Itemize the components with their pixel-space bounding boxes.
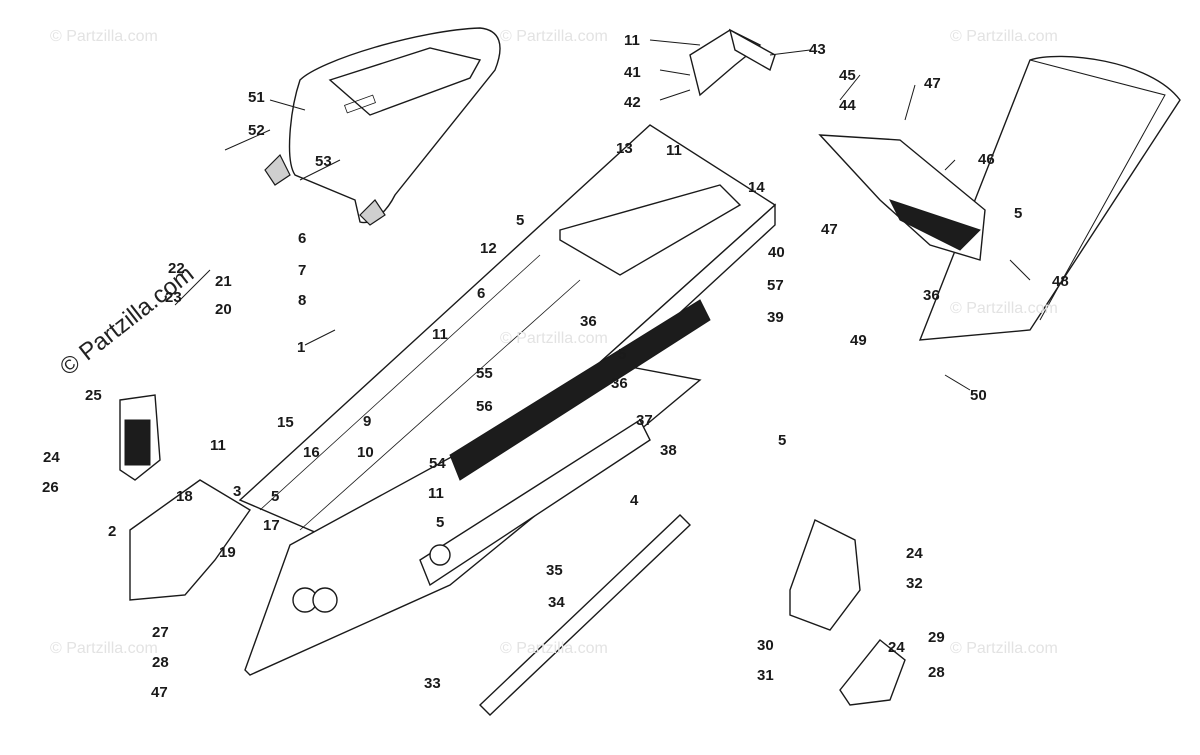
callout-label: 11 (432, 326, 448, 343)
callout-label: 42 (624, 94, 641, 111)
callout-label: 5 (436, 514, 445, 531)
callout-label: 56 (476, 398, 493, 415)
callout-label: 5 (271, 488, 280, 505)
callout-label: 46 (978, 151, 995, 168)
callout-label: 1 (297, 339, 306, 356)
watermark-faint: © Partzilla.com (500, 330, 608, 347)
callout-label: 44 (839, 97, 856, 114)
callout-label: 26 (42, 479, 59, 496)
callout-label: 8 (298, 292, 307, 309)
callout-label: 13 (616, 140, 633, 157)
callout-label: 3 (233, 483, 242, 500)
callout-label: 55 (476, 365, 493, 382)
callout-label: 18 (176, 488, 193, 505)
callout-label: 7 (298, 262, 307, 279)
callout-label: 22 (168, 260, 185, 277)
callout-label: 6 (477, 285, 486, 302)
watermark-faint: © Partzilla.com (950, 640, 1058, 657)
callout-label: 5 (778, 432, 787, 449)
seat-part (264, 27, 501, 226)
callout-label: 41 (624, 64, 641, 81)
callout-label: 4 (630, 492, 639, 509)
watermark-faint: © Partzilla.com (50, 28, 158, 45)
callout-label: 17 (263, 517, 280, 534)
callout-label: 12 (480, 240, 497, 257)
callout-label: 31 (757, 667, 774, 684)
watermark-faint: © Partzilla.com (50, 640, 158, 657)
leader-lines (174, 39, 1031, 391)
callout-label: 47 (151, 684, 168, 701)
callout-label: 11 (428, 485, 444, 502)
callout-label: 47 (924, 75, 941, 92)
callout-label: 9 (363, 413, 372, 430)
callout-label: 11 (666, 142, 682, 159)
callout-label: 48 (1052, 273, 1069, 290)
callout-label: 37 (636, 412, 653, 429)
callout-label: 25 (85, 387, 102, 404)
callout-label: 5 (516, 212, 525, 229)
bumper-part (918, 55, 1181, 341)
watermark-faint: © Partzilla.com (950, 300, 1058, 317)
callout-label: 32 (906, 575, 923, 592)
callout-label: 36 (580, 313, 597, 330)
callout-label: 11 (210, 437, 226, 454)
callout-label: 54 (429, 455, 446, 472)
callout-label: 30 (757, 637, 774, 654)
callout-label: 24 (43, 449, 60, 466)
bar-part (478, 514, 692, 716)
callout-label: 40 (768, 244, 785, 261)
callout-label: 6 (298, 230, 307, 247)
callout-label: 14 (748, 179, 765, 196)
callout-label: 10 (357, 444, 374, 461)
callout-label: 19 (219, 544, 236, 561)
callout-label: 39 (767, 309, 784, 326)
callout-label: 5 (618, 346, 627, 363)
callout-label: 36 (611, 375, 628, 392)
callout-label: 2 (108, 523, 117, 540)
callout-label: 51 (248, 89, 265, 106)
callout-label: 35 (546, 562, 563, 579)
callout-label: 45 (839, 67, 856, 84)
callout-label: 33 (424, 675, 441, 692)
watermark-faint: © Partzilla.com (950, 28, 1058, 45)
callout-label: 38 (660, 442, 677, 459)
callout-label: 47 (821, 221, 838, 238)
bracket-part (689, 28, 776, 97)
callout-label: 36 (923, 287, 940, 304)
callout-label: 28 (152, 654, 169, 671)
callout-label: 15 (277, 414, 294, 431)
callout-label: 34 (548, 594, 565, 611)
callout-label: 50 (970, 387, 987, 404)
callout-label: 53 (315, 153, 332, 170)
callout-label: 21 (215, 273, 232, 290)
callout-label: 49 (850, 332, 867, 349)
callout-label: 24 (906, 545, 923, 562)
callout-label: 27 (152, 624, 169, 641)
snowflap-part (818, 134, 986, 261)
watermark-faint: © Partzilla.com (500, 640, 608, 657)
front-panel-part (119, 394, 252, 601)
footrest-part (789, 519, 906, 706)
callout-label: 29 (928, 629, 945, 646)
side-panel-part (244, 299, 711, 676)
callout-label: 52 (248, 122, 265, 139)
callout-label: 57 (767, 277, 784, 294)
callout-label: 16 (303, 444, 320, 461)
callout-label: 23 (165, 289, 182, 306)
callout-label: 24 (888, 639, 905, 656)
callout-label: 28 (928, 664, 945, 681)
watermark-faint: © Partzilla.com (500, 28, 608, 45)
callout-label: 11 (624, 32, 640, 49)
callout-label: 5 (1014, 205, 1023, 222)
callout-label: 20 (215, 301, 232, 318)
callout-label: 43 (809, 41, 826, 58)
